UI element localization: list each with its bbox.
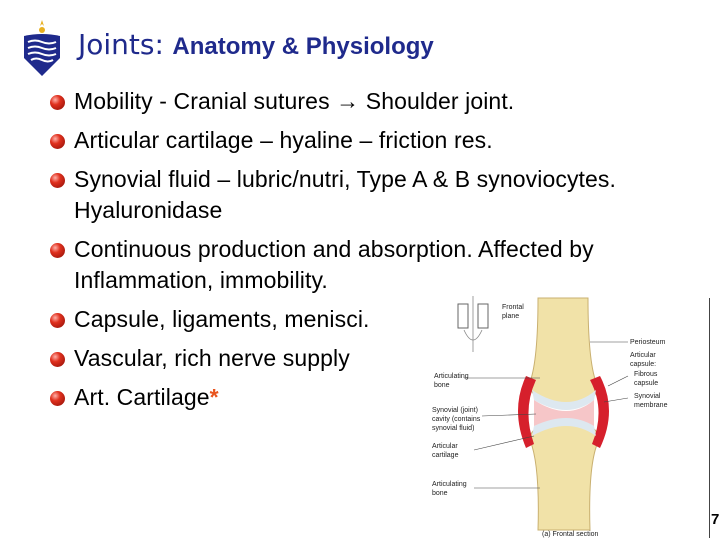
asterisk-marker: *: [209, 384, 219, 410]
label-periosteum: Periosteum: [630, 339, 666, 346]
bullet-icon: [50, 391, 65, 406]
capsule-right: [590, 376, 609, 448]
label-synovial-1: Synovial: [634, 393, 661, 400]
university-logo-icon: [24, 20, 60, 76]
bullet-icon: [50, 352, 65, 367]
bullet-item: Synovial fluid – lubric/nutri, Type A & …: [48, 164, 688, 226]
bullet-item: Vascular, rich nerve supply: [48, 343, 688, 374]
top-bone: [529, 297, 598, 409]
page-number: 7: [711, 511, 720, 528]
label-art-bone-top-2: bone: [434, 382, 450, 389]
bullet-icon: [50, 313, 65, 328]
label-cartilage-2: cartilage: [432, 452, 459, 459]
label-synovial-2: membrane: [634, 402, 668, 409]
synovial-cavity: [534, 400, 594, 426]
title-sub: Anatomy & Physiology: [172, 33, 434, 60]
title-main: Joints:: [78, 28, 164, 61]
bullet-item: Articular cartilage – hyaline – friction…: [48, 125, 688, 156]
bullet-item: Mobility - Cranial sutures → Shoulder jo…: [48, 86, 688, 117]
bullet-icon: [50, 95, 65, 110]
synovial-joint-diagram: Frontal plane Periosteum Articular capsu…: [432, 296, 668, 538]
bullet-icon: [50, 173, 65, 188]
label-cavity-1: Synovial (joint): [432, 407, 478, 414]
label-articular-capsule-1: Articular: [630, 352, 656, 359]
slide-title: Joints: Anatomy & Physiology: [78, 28, 434, 61]
label-art-bone-bottom-1: Articulating: [432, 481, 467, 488]
bullet-item: Continuous production and absorption. Af…: [48, 234, 688, 296]
articular-cartilage-top: [532, 390, 596, 410]
label-cavity-2: cavity (contains: [432, 416, 481, 423]
label-fibrous-2: capsule: [634, 380, 658, 387]
bullet-item: Art. Cartilage*: [48, 382, 688, 413]
label-articular-capsule-2: capsule:: [630, 361, 656, 368]
bullet-icon: [50, 134, 65, 149]
capsule-left: [518, 376, 536, 448]
bullet-icon: [50, 243, 65, 258]
label-frontal: Frontal: [502, 304, 524, 311]
label-cavity-3: synovial fluid): [432, 425, 474, 432]
figure-frame: [709, 298, 710, 538]
bullet-list: Mobility - Cranial sutures → Shoulder jo…: [48, 86, 688, 421]
joint-anatomy-figure: Frontal plane Periosteum Articular capsu…: [428, 290, 710, 540]
articular-cartilage-bottom: [532, 417, 596, 436]
figure-caption: (a) Frontal section: [542, 531, 599, 538]
bottom-bone: [529, 417, 600, 531]
label-plane: plane: [502, 313, 519, 320]
frontal-plane-inset-icon: [457, 296, 489, 352]
label-cartilage-1: Articular: [432, 443, 458, 450]
label-art-bone-top-1: Articulating: [434, 373, 469, 380]
bullet-item: Capsule, ligaments, menisci.: [48, 304, 688, 335]
label-art-bone-bottom-2: bone: [432, 490, 448, 497]
label-fibrous-1: Fibrous: [634, 371, 658, 378]
